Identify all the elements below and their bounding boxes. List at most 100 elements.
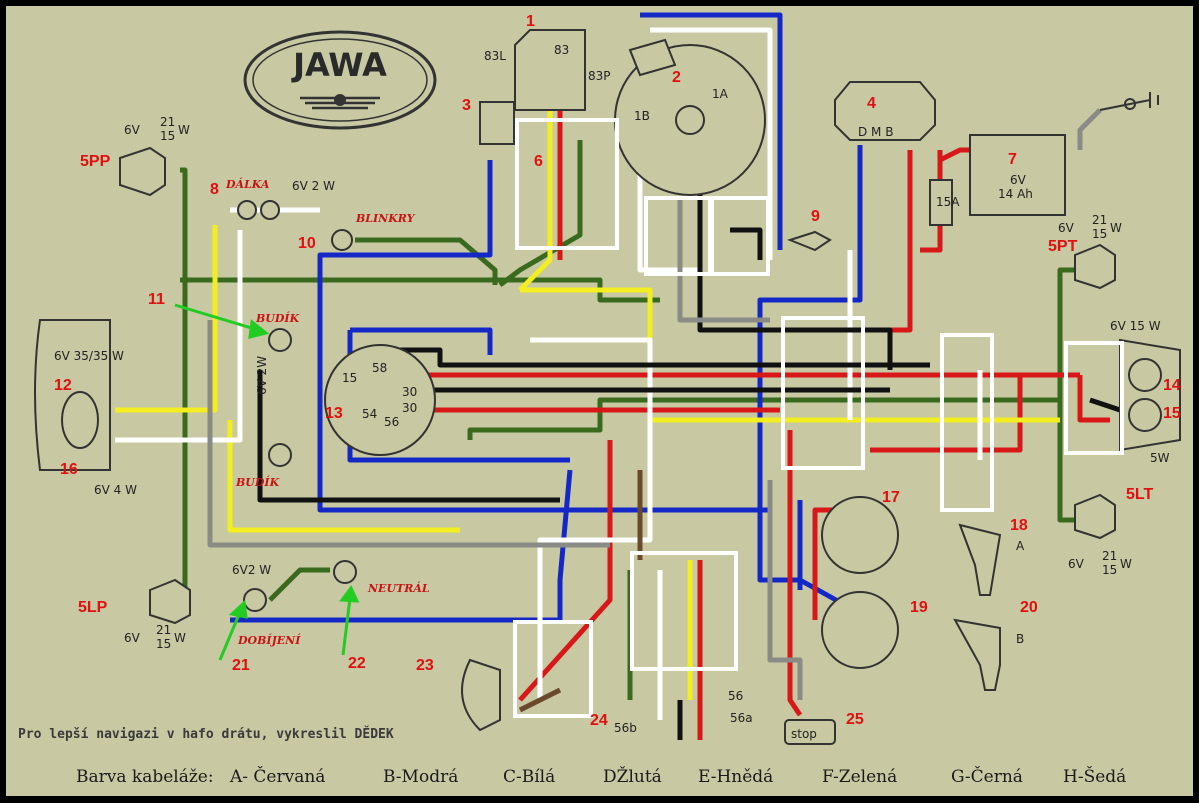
num-16: 16	[60, 461, 78, 478]
legend-a: A- Červaná	[229, 766, 325, 787]
spec-dyn-1a: 1A	[712, 87, 729, 101]
budik-lamp-2	[268, 443, 292, 467]
spec-battery-a: 6V	[1010, 173, 1027, 187]
spec-budik: 6V 2W	[255, 356, 269, 395]
spec-5pp-b: 21	[160, 115, 175, 129]
num-2: 2	[672, 69, 681, 86]
label-budik-1: BUDÍK	[255, 311, 300, 325]
spec-indicator: 6V2 W	[232, 563, 271, 577]
label-neutral: NEUTRÁL	[367, 581, 430, 595]
num-6: 6	[534, 153, 543, 170]
num-10: 10	[298, 235, 316, 252]
num-23: 23	[416, 657, 434, 674]
pointer-arrows	[174, 303, 360, 661]
spec-sw-54: 54	[362, 407, 377, 421]
num-20: 20	[1020, 599, 1038, 616]
rear-light	[1119, 338, 1181, 452]
voltage-regulator	[834, 81, 936, 141]
spec-lt-c: 15	[1102, 563, 1117, 577]
spec-sw-15: 15	[342, 371, 357, 385]
bulb-5lt	[1074, 493, 1116, 540]
ignition-switch	[324, 344, 436, 456]
jawa-logo: JAWA	[243, 30, 437, 130]
spec-rear: 6V 15 W	[1110, 319, 1161, 333]
num-25: 25	[846, 711, 864, 728]
spec-lp-d: W	[174, 631, 186, 645]
spec-relay-83: 83	[554, 43, 569, 57]
spec-coil-a: A	[1016, 539, 1025, 553]
spec-56b: 56b	[614, 721, 637, 735]
num-5pp: 5PP	[80, 153, 111, 170]
speedometer	[461, 658, 501, 732]
budik-lamp-1	[268, 328, 292, 352]
spec-sw-301: 30	[402, 401, 417, 415]
spec-lp-c: 15	[156, 637, 171, 651]
legend-f: F-Zelená	[822, 767, 897, 787]
num-19: 19	[910, 599, 928, 616]
num-7: 7	[1008, 151, 1017, 168]
label-budik-2: BUDÍK	[235, 475, 280, 489]
relay-83	[514, 29, 586, 111]
num-8: 8	[210, 181, 219, 198]
legend-h: H-Šedá	[1063, 766, 1126, 787]
logo-text: JAWA	[291, 46, 387, 84]
legend-d: DŽlutá	[603, 766, 662, 787]
spec-5pp-c: 15	[160, 129, 175, 143]
label-dalka: DÁLKA	[225, 177, 270, 191]
spec-5pp-d: W	[178, 123, 190, 137]
wires	[115, 12, 1121, 740]
label-dobijeni: DOBÍJENÍ	[237, 633, 301, 647]
legend-b: B-Modrá	[383, 767, 458, 787]
num-13: 13	[325, 405, 343, 422]
spec-pt-c: 15	[1092, 227, 1107, 241]
num-17: 17	[882, 489, 900, 506]
spec-coil-b: B	[1016, 632, 1024, 646]
spec-56a: 56a	[730, 711, 753, 725]
battery	[969, 134, 1066, 216]
bulb-5lp	[149, 578, 191, 625]
spec-pt-a: 6V	[1058, 221, 1075, 235]
num-9: 9	[811, 208, 820, 225]
spec-regulator: D M B	[858, 125, 893, 139]
num-1: 1	[526, 13, 535, 30]
num-5pt: 5PT	[1048, 238, 1078, 255]
wire-color-legend: Barva kabeláže: A- Červaná B-Modrá C-Bíl…	[76, 766, 1126, 787]
spec-sw-30: 30	[402, 385, 417, 399]
num-5lt: 5LT	[1126, 486, 1153, 503]
spec-relay-83p: 83P	[588, 69, 611, 83]
spec-lp-a: 6V	[124, 631, 141, 645]
spec-headlight: 6V 35/35 W	[54, 349, 124, 363]
spec-lt-d: W	[1120, 557, 1132, 571]
num-15: 15	[1163, 405, 1181, 422]
fuse	[929, 179, 953, 226]
regulator-box	[479, 101, 515, 145]
num-14: 14	[1163, 377, 1181, 394]
spec-sw-58: 58	[372, 361, 387, 375]
num-18: 18	[1010, 517, 1028, 534]
credit-text: Pro lepší navigazi v hafo drátu, vykresl…	[18, 726, 394, 742]
legend-e: E-Hnědá	[698, 767, 773, 787]
stop-switch	[784, 719, 836, 745]
blinkry-lamp	[331, 229, 353, 251]
components	[34, 29, 1181, 745]
spec-lt-b: 21	[1102, 549, 1117, 563]
legend-prefix: Barva kabeláže:	[76, 767, 214, 787]
label-blinkry: BLINKRY	[355, 212, 416, 225]
num-22: 22	[348, 655, 366, 672]
neutral-lamp	[333, 560, 357, 584]
dobijeni-lamp	[243, 588, 267, 612]
spec-lt-a: 6V	[1068, 557, 1085, 571]
bulb-5pt	[1074, 243, 1116, 290]
coil-19	[821, 591, 899, 669]
num-3: 3	[462, 97, 471, 114]
dalka-lamp	[237, 200, 257, 220]
spec-dalka: 6V 2 W	[292, 179, 335, 193]
spec-fuse: 15A	[936, 195, 960, 209]
spec-pt-b: 21	[1092, 213, 1107, 227]
bulb-5pp	[119, 146, 166, 197]
spark-plug-18	[958, 523, 1002, 596]
legend-c: C-Bílá	[503, 767, 555, 787]
spec-battery-b: 14 Ah	[998, 187, 1033, 201]
num-21: 21	[232, 657, 250, 674]
